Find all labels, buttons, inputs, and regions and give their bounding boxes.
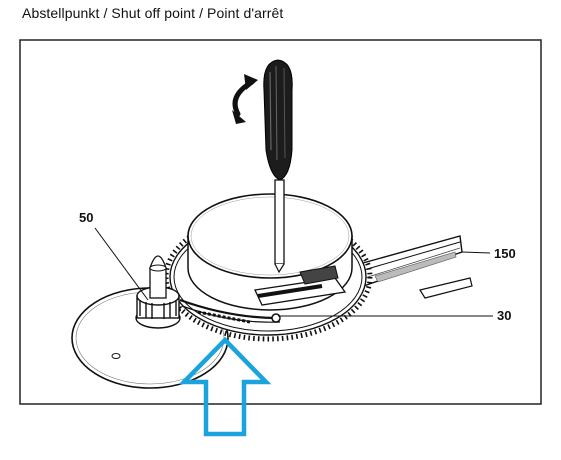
up-arrow-icon — [178, 336, 272, 437]
callout-30: 30 — [497, 308, 511, 323]
shut-off-mechanism-30 — [179, 265, 347, 324]
figure-frame — [19, 39, 542, 405]
screwdriver-icon — [263, 59, 293, 274]
callout-150: 150 — [494, 246, 516, 261]
leader-line-150 — [461, 251, 491, 254]
figure-caption: Abstellpunkt / Shut off point / Point d'… — [22, 5, 284, 21]
curved-rotation-arrow-icon — [232, 74, 258, 124]
leader-line-50 — [94, 227, 149, 301]
spindle-50 — [135, 255, 181, 329]
callout-50: 50 — [79, 210, 93, 225]
